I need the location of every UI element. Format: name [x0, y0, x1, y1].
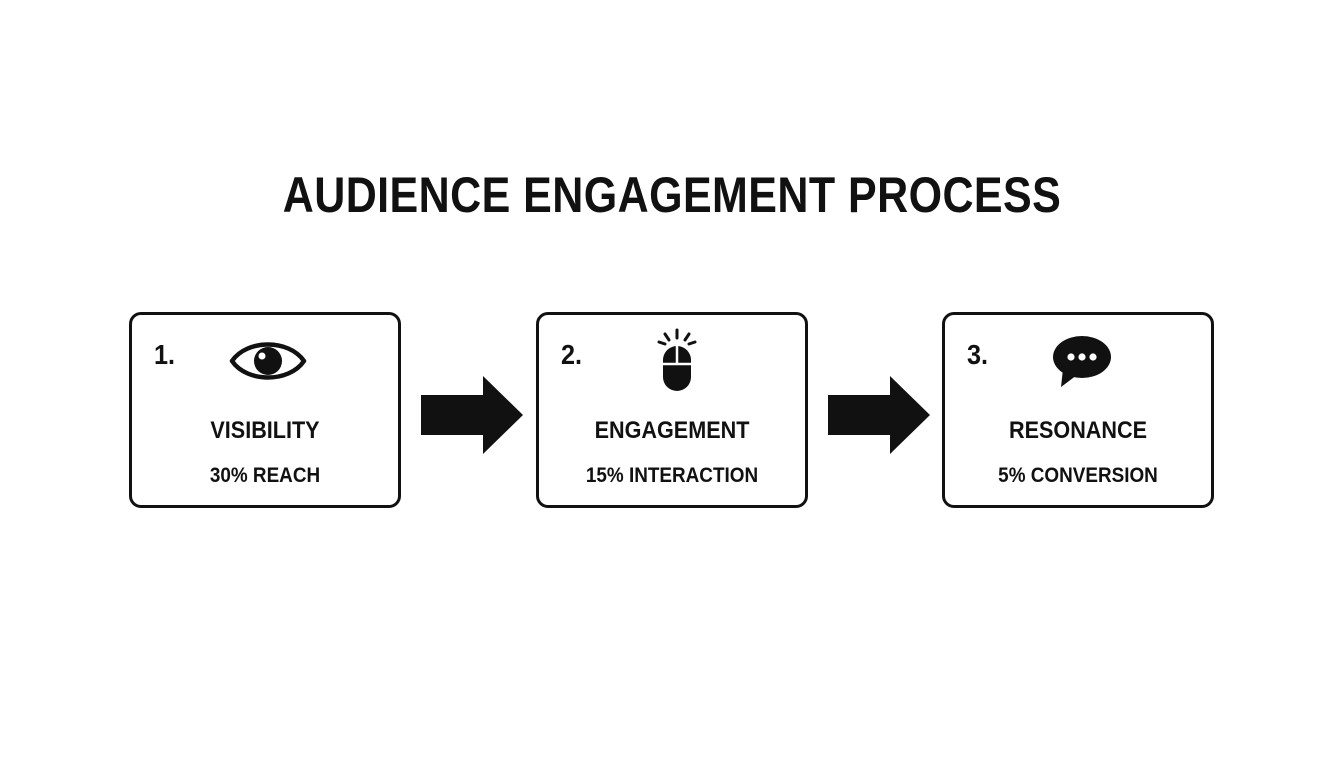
arrow-right-icon — [421, 376, 523, 454]
step-card-visibility: 1. VISIBILITY 30% REACH — [129, 312, 401, 508]
step-number: 2. — [561, 339, 583, 370]
step-card-engagement: 2. ENGAGEMENT 15% INTERACTION — [536, 312, 808, 508]
step-metric: 15% INTERACTION — [585, 464, 759, 487]
speech-bubble-icon — [1041, 331, 1121, 391]
step-number: 1. — [154, 339, 176, 370]
diagram-title: AUDIENCE ENGAGEMENT PROCESS — [282, 167, 1062, 223]
step-card-resonance: 3. RESONANCE 5% CONVERSION — [942, 312, 1214, 508]
step-title: RESONANCE — [1008, 417, 1148, 444]
step-number: 3. — [967, 339, 989, 370]
step-title: VISIBILITY — [210, 417, 320, 444]
eye-icon — [228, 331, 308, 391]
step-metric: 5% CONVERSION — [998, 464, 1158, 487]
mouse-click-icon — [637, 328, 717, 391]
step-metric: 30% REACH — [209, 464, 321, 487]
arrow-right-icon — [828, 376, 930, 454]
step-title: ENGAGEMENT — [594, 417, 750, 444]
